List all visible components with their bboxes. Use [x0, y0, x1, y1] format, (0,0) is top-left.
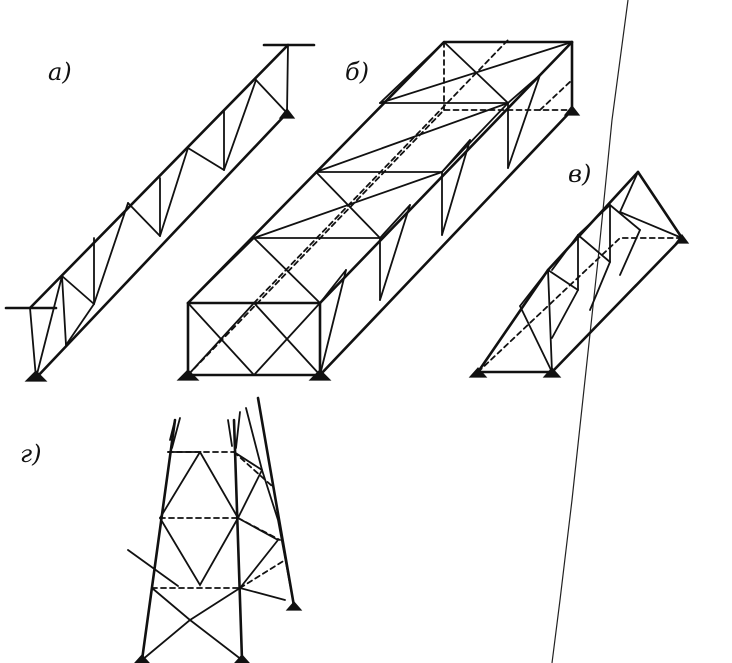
support-icon — [674, 234, 690, 244]
support-icon — [234, 654, 250, 663]
support-icon — [278, 108, 296, 119]
truss-b: б) — [176, 39, 581, 381]
label-g: г) — [20, 440, 42, 468]
support-icon — [563, 105, 581, 116]
label-a: а) — [48, 58, 72, 86]
truss-a: а) — [4, 43, 316, 382]
support-icon — [285, 601, 303, 611]
label-v: в) — [568, 160, 591, 188]
support-icon — [24, 370, 48, 382]
truss-v: в) — [468, 160, 690, 378]
support-icon — [468, 367, 488, 378]
page-seam — [551, 0, 629, 663]
label-b: б) — [345, 58, 369, 86]
support-icon — [176, 369, 200, 381]
support-icon — [134, 654, 150, 663]
truss-g: г) — [20, 396, 303, 663]
support-icon — [308, 369, 332, 381]
support-icon — [542, 367, 562, 378]
